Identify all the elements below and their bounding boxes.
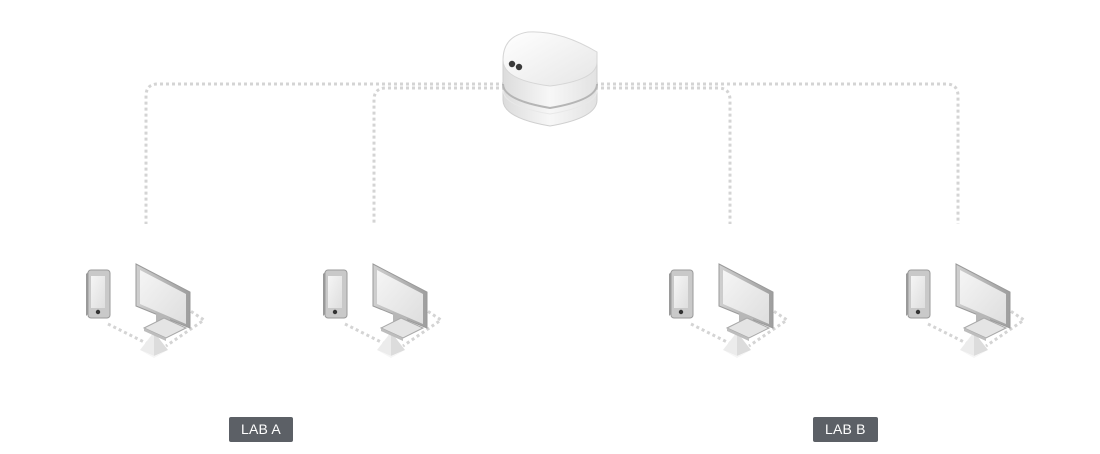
network-node-icon [723,332,751,358]
phone-icon [669,269,694,319]
monitor-icon [135,263,191,341]
connector-3 [595,86,732,224]
connector-1 [144,82,505,224]
lab-a-badge: LAB A [229,417,293,442]
local-connectors [690,306,790,348]
workstation-group-2 [323,263,444,358]
lab-b-badge: LAB B [813,417,878,442]
workstations [86,263,1027,358]
network-node-icon [377,332,405,358]
network-node-icon [140,332,168,358]
local-connectors [927,306,1027,348]
local-connectors [107,306,207,348]
monitor-icon [718,263,774,341]
phone-icon [86,269,111,319]
workstation-group-4 [906,263,1027,358]
workstation-group-1 [86,263,207,358]
hub-connectors [144,82,960,224]
monitor-icon [372,263,428,341]
phone-icon [906,269,931,319]
connector-2 [372,86,505,224]
monitor-icon [955,263,1011,341]
network-node-icon [960,332,988,358]
phone-icon [323,269,348,319]
workstation-group-3 [669,263,790,358]
server-icon [502,31,598,127]
connector-4 [595,82,960,224]
local-connectors [344,306,444,348]
